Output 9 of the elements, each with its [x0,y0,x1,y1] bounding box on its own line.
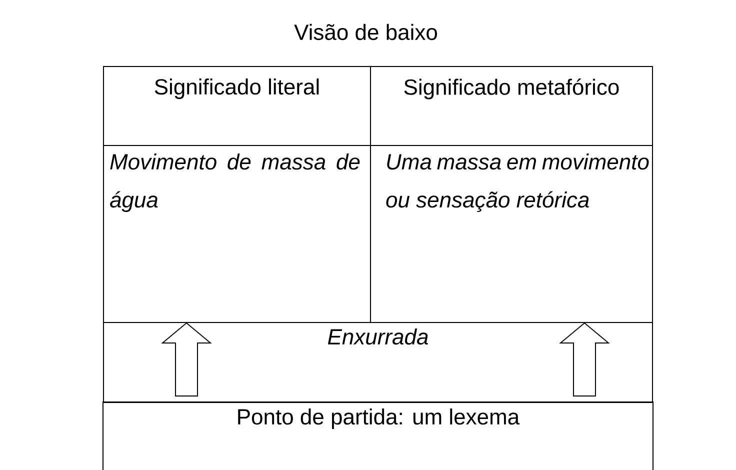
block-arrow [161,322,212,396]
table-cell: Uma massa em movimento ou sensação retórica [370,145,653,323]
table-cell: Significado metafórico [370,66,653,146]
title: Visão de baixo [294,24,437,40]
table-cell: Enxurrada [103,322,653,403]
table-cell: Movimento de massa de água [103,145,371,323]
table-cell: Ponto de partida: um lexema [102,402,654,470]
block-arrow [559,322,610,396]
table-cell: Significado literal [103,66,371,146]
